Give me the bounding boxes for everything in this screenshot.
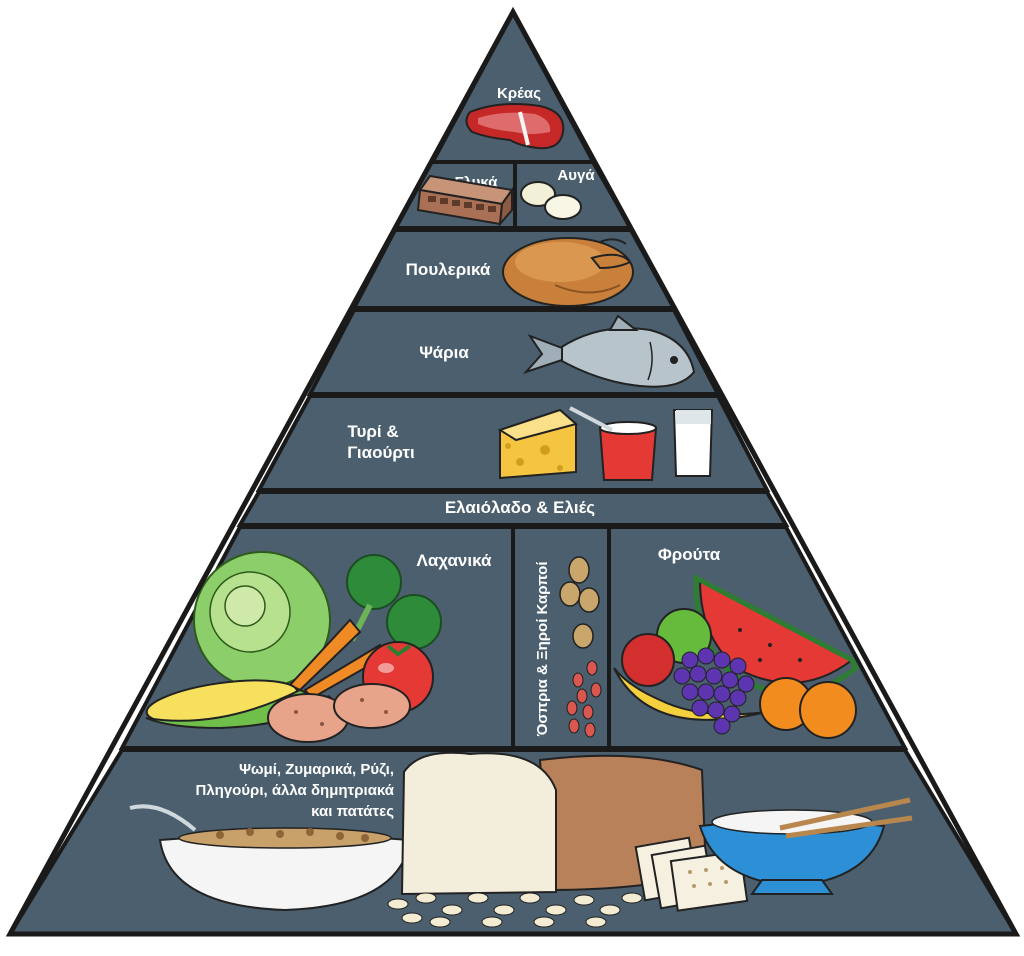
- fish-icon: [522, 314, 696, 388]
- orange-icon: [759, 677, 857, 739]
- steak-icon: [465, 103, 565, 150]
- eggs-icon: [520, 181, 582, 220]
- walnut-icon: [559, 556, 600, 649]
- grapes-icon: [673, 647, 755, 735]
- cheese-icon: [497, 408, 579, 480]
- tier-grains-label-3: και πατάτες: [311, 803, 394, 820]
- tier-fruits-label: Φρούτα: [658, 545, 721, 564]
- beans-icon: [566, 660, 602, 738]
- tier-poultry-label: Πουλερικά: [406, 260, 491, 279]
- tier-dairy-label-1: Τυρί &: [347, 422, 398, 441]
- rice-bowl-icon: [698, 797, 913, 895]
- cereal-bowl-icon: [129, 804, 412, 912]
- tier-dairy-label-2: Γιαούρτι: [347, 443, 415, 462]
- yogurt-cup-icon: [569, 406, 658, 481]
- tier-grains-label-2: Πληγούρι, άλλα δημητριακά: [195, 782, 394, 799]
- roast-chicken-icon: [502, 237, 634, 307]
- tier-legumes-band: [511, 525, 611, 750]
- tier-vegetables-label: Λαχανικά: [417, 551, 493, 570]
- tier-legumes-label: Όσπρια & Ξηροί Καρποί: [534, 561, 551, 737]
- apple-icon: [621, 608, 712, 687]
- milk-glass-icon: [672, 409, 714, 477]
- potato-icon: [267, 683, 411, 743]
- tier-grains-label-1: Ψωμί, Ζυμαρικά, Ρύζι,: [239, 761, 394, 778]
- tier-meat-label: Κρέας: [497, 85, 541, 102]
- bread-loaf-icon: [400, 751, 708, 896]
- cabbage-icon: [193, 551, 331, 689]
- tier-eggs-label: Αυγά: [557, 167, 595, 184]
- chocolate-bar-icon: [416, 174, 514, 228]
- tier-olive-oil-label: Ελαιόλαδο & Ελιές: [445, 498, 595, 517]
- tier-fish-label: Ψάρια: [419, 343, 469, 362]
- pyramid-outline: [5, 6, 1021, 937]
- pasta-icon: [387, 892, 643, 928]
